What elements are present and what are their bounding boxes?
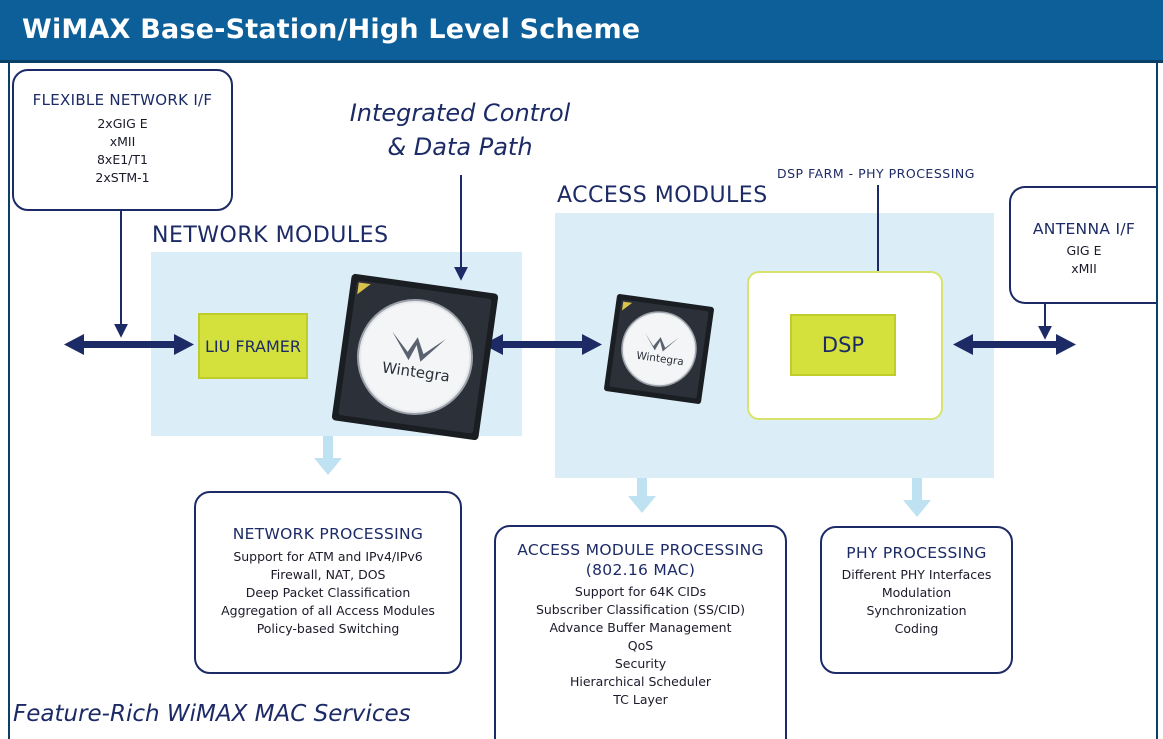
antenna-line: GIG E (1066, 243, 1102, 258)
network-processing-line: Deep Packet Classification (245, 585, 411, 600)
connector-layer (64, 175, 1076, 517)
antenna-box: ANTENNA I/F GIG E xMII (1009, 186, 1156, 304)
network-processing-line: Support for ATM and IPv4/IPv6 (233, 549, 423, 564)
phy-processing-down-arrow (903, 478, 931, 517)
phy-processing-line: Coding (894, 621, 939, 636)
left-bidirectional-arrow (64, 334, 194, 355)
dsp-label: DSP (821, 333, 865, 357)
network-processing-down-arrow (314, 436, 342, 475)
liu-framer-label: LIU FRAMER (204, 336, 302, 356)
access-processing-down-arrow (628, 478, 656, 513)
middle-bidirectional-arrow (483, 334, 602, 355)
flexible-network-box: FLEXIBLE NETWORK I/F 2xGIG E xMII 8xE1/T… (12, 69, 233, 211)
access-processing-subtitle: (802.16 MAC) (585, 561, 696, 579)
access-processing-line: Subscriber Classification (SS/CID) (535, 602, 746, 617)
network-processing-title: NETWORK PROCESSING (232, 525, 424, 543)
dsp-box: DSP (790, 314, 896, 376)
integrated-control-label: Integrated Control & Data Path (310, 96, 610, 164)
flexible-network-title: FLEXIBLE NETWORK I/F (32, 91, 213, 109)
page-title: WiMAX Base-Station/High Level Scheme (22, 14, 641, 45)
phy-processing-line: Different PHY Interfaces (841, 567, 992, 582)
diagram-canvas: FLEXIBLE NETWORK I/F 2xGIG E xMII 8xE1/T… (8, 63, 1158, 739)
integrated-control-line1: Integrated Control (349, 99, 571, 127)
access-processing-line: QoS (627, 638, 654, 653)
flexible-network-line: 8xE1/T1 (96, 152, 148, 167)
network-processing-line: Firewall, NAT, DOS (270, 567, 386, 582)
access-processor-chip: Wintegra (601, 291, 717, 407)
network-processing-line: Policy-based Switching (256, 621, 400, 636)
access-modules-title: ACCESS MODULES (557, 183, 768, 208)
antenna-line: xMII (1071, 261, 1097, 276)
access-processing-line: Hierarchical Scheduler (569, 674, 712, 689)
flexible-network-line: xMII (109, 134, 136, 149)
dsp-farm-label: DSP FARM - PHY PROCESSING (777, 166, 975, 181)
antenna-title: ANTENNA I/F (1032, 220, 1136, 238)
integrated-control-line2: & Data Path (387, 133, 533, 161)
network-processing-line: Aggregation of all Access Modules (221, 603, 435, 618)
access-processing-title: ACCESS MODULE PROCESSING (517, 541, 764, 559)
access-processing-line: Security (614, 656, 667, 671)
network-processing-box: NETWORK PROCESSING Support for ATM and I… (194, 491, 462, 674)
header-bar: WiMAX Base-Station/High Level Scheme (0, 0, 1163, 63)
access-processing-line: TC Layer (613, 692, 668, 707)
phy-processing-title: PHY PROCESSING (846, 544, 987, 562)
flexible-network-line: 2xSTM-1 (95, 170, 150, 185)
access-processing-line: Advance Buffer Management (549, 620, 732, 635)
network-processor-chip: Wintegra (329, 271, 501, 443)
network-modules-title: NETWORK MODULES (152, 223, 389, 248)
phy-processing-line: Synchronization (866, 603, 967, 618)
liu-framer-box: LIU FRAMER (198, 313, 308, 379)
flexible-network-line: 2xGIG E (97, 116, 148, 131)
phy-processing-box: PHY PROCESSING Different PHY Interfaces … (820, 526, 1013, 674)
footer-tagline: Feature-Rich WiMAX MAC Services (13, 701, 411, 727)
phy-processing-line: Modulation (881, 585, 952, 600)
access-processing-box: ACCESS MODULE PROCESSING (802.16 MAC) Su… (494, 525, 787, 739)
access-processing-line: Support for 64K CIDs (574, 584, 707, 599)
right-bidirectional-arrow (953, 334, 1076, 355)
